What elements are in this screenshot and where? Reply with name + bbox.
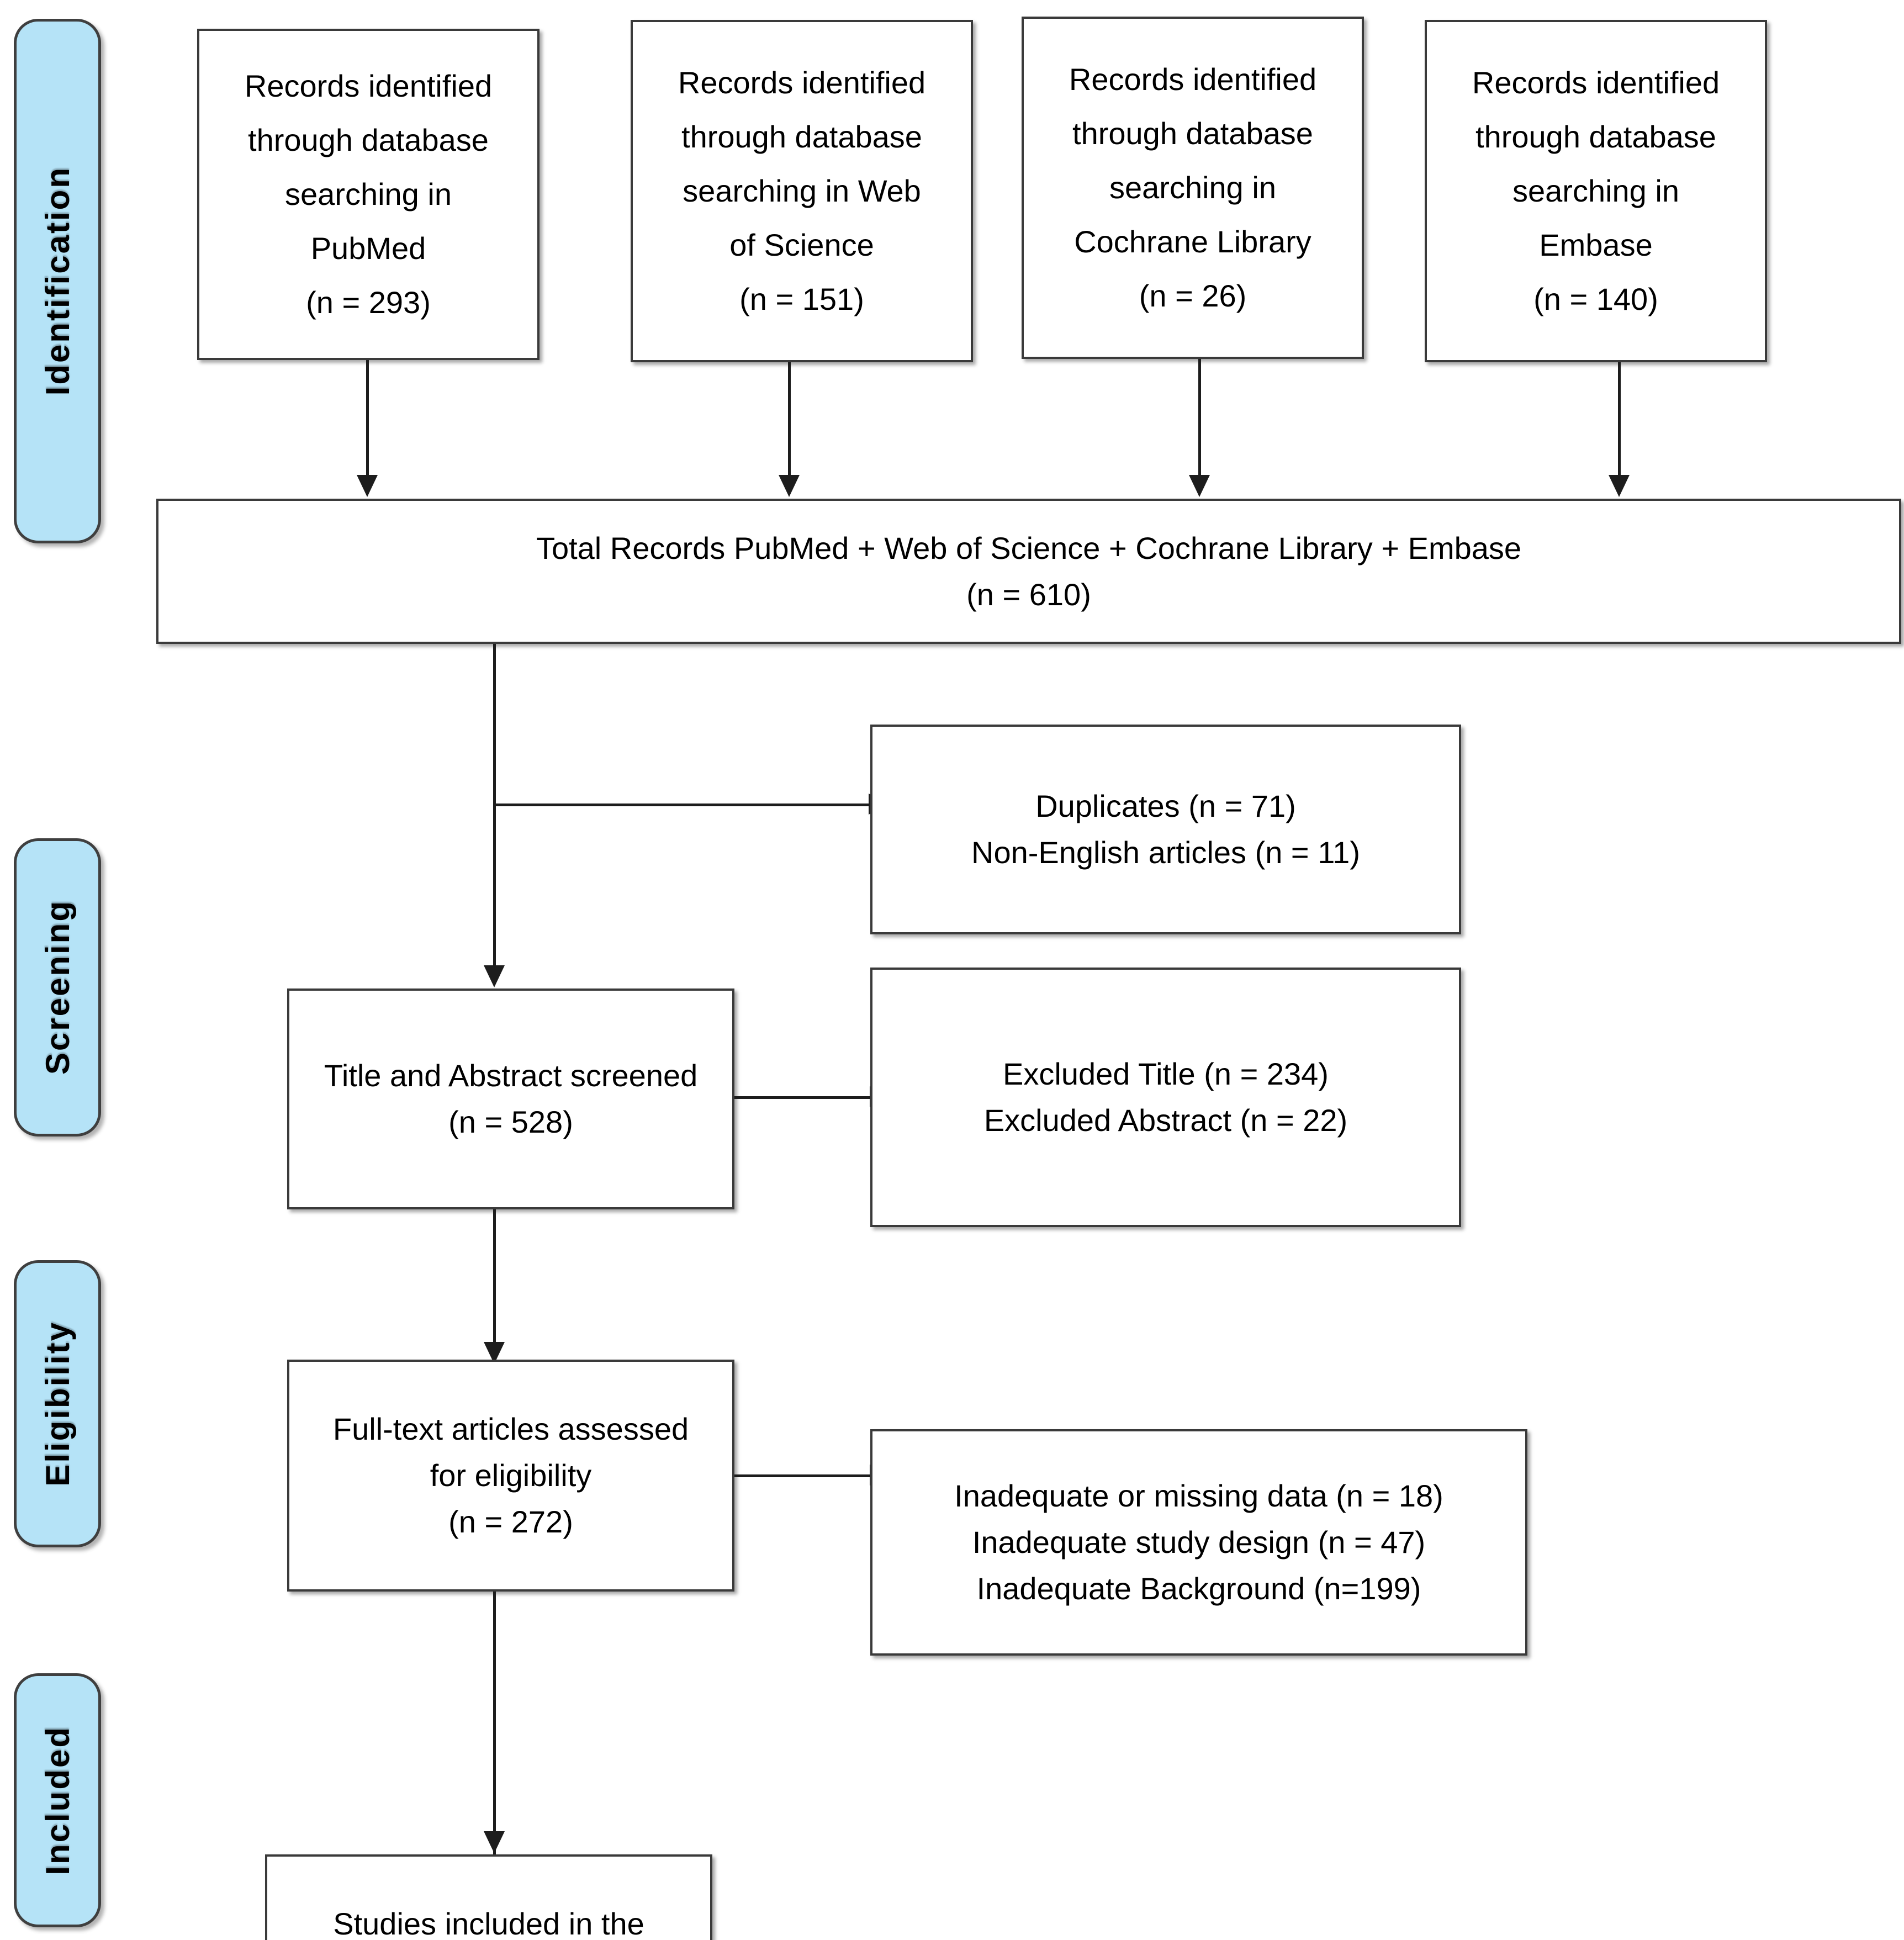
source-box-embase: Records identified through database sear…	[1425, 20, 1767, 362]
exclusion-background-text: Inadequate Background (n=199)	[976, 1571, 1421, 1606]
source-line-2: through database	[1072, 116, 1313, 151]
removed-records-box: Duplicates (n = 71) Non-English articles…	[870, 725, 1461, 934]
total-records-text: Total Records PubMed + Web of Science + …	[536, 530, 1522, 565]
source-box-web-of-science: Records identified through database sear…	[631, 20, 973, 362]
fulltext-count: (n = 272)	[448, 1504, 573, 1539]
arrow-wos-to-total	[779, 475, 800, 497]
total-records-box: Total Records PubMed + Web of Science + …	[156, 499, 1901, 644]
included-line-1: Studies included in the	[333, 1906, 644, 1940]
excluded-abstract-text: Excluded Abstract (n = 22)	[983, 1103, 1348, 1138]
source-box-cochrane-library: Records identified through database sear…	[1022, 17, 1364, 359]
source-line-1: Records identified	[678, 65, 926, 100]
source-count: (n = 151)	[739, 282, 864, 316]
excluded-title-text: Excluded Title (n = 234)	[1003, 1056, 1329, 1091]
stage-pill-identification: Identification	[14, 19, 101, 543]
source-box-pubmed: Records identified through database sear…	[197, 29, 540, 360]
screened-count: (n = 528)	[448, 1104, 573, 1139]
exclusion-study-design-text: Inadequate study design (n = 47)	[972, 1525, 1426, 1560]
arrow-fulltext-to-included	[484, 1831, 505, 1853]
studies-included-box: Studies included in the Review (n = 8)	[265, 1854, 712, 1940]
source-line-4: of Science	[729, 228, 874, 262]
connector-screened-to-fulltext	[493, 1209, 496, 1342]
excluded-title-abstract-box: Excluded Title (n = 234) Excluded Abstra…	[870, 968, 1461, 1227]
source-line-4: PubMed	[310, 231, 426, 266]
removed-non-english-text: Non-English articles (n = 11)	[971, 835, 1360, 870]
stage-label-screening: Screening	[39, 900, 76, 1075]
source-line-3: searching in Web	[683, 173, 921, 208]
connector-fulltext-to-exclusions	[734, 1474, 870, 1477]
arrow-pubmed-to-total	[357, 475, 378, 497]
exclusion-missing-data-text: Inadequate or missing data (n = 18)	[954, 1478, 1443, 1513]
stage-pill-included: Included	[14, 1673, 101, 1927]
arrow-cochrane-to-total	[1189, 475, 1210, 497]
exclusion-reasons-box: Inadequate or missing data (n = 18) Inad…	[870, 1429, 1527, 1656]
connector-cochrane-to-total	[1198, 359, 1201, 475]
source-count: (n = 140)	[1533, 282, 1658, 316]
source-line-2: through database	[1475, 119, 1716, 154]
screened-text: Title and Abstract screened	[324, 1058, 698, 1093]
source-line-3: searching in	[1512, 173, 1679, 208]
total-records-count: (n = 610)	[966, 577, 1091, 612]
connector-wos-to-total	[788, 362, 791, 475]
stage-pill-screening: Screening	[14, 838, 101, 1136]
removed-duplicates-text: Duplicates (n = 71)	[1035, 789, 1296, 823]
source-line-1: Records identified	[1472, 65, 1720, 100]
fulltext-line-1: Full-text articles assessed	[332, 1412, 689, 1446]
stage-label-identification: Identification	[39, 166, 76, 396]
source-count: (n = 26)	[1139, 278, 1247, 313]
connector-screened-to-excluded	[734, 1096, 870, 1099]
source-line-3: searching in	[285, 177, 452, 212]
connector-embase-to-total	[1618, 362, 1621, 475]
fulltext-assessed-box: Full-text articles assessed for eligibil…	[287, 1360, 734, 1592]
arrow-total-to-screened	[484, 965, 505, 987]
title-abstract-screened-box: Title and Abstract screened (n = 528)	[287, 988, 734, 1209]
source-count: (n = 293)	[306, 285, 431, 320]
source-line-2: through database	[681, 119, 922, 154]
stage-label-eligibility: Eligibility	[39, 1321, 76, 1487]
stage-pill-eligibility: Eligibility	[14, 1260, 101, 1547]
source-line-4: Embase	[1539, 228, 1653, 262]
arrow-embase-to-total	[1609, 475, 1630, 497]
fulltext-line-2: for eligibility	[430, 1458, 592, 1493]
connector-fulltext-to-included	[493, 1592, 496, 1857]
source-line-1: Records identified	[1069, 62, 1317, 97]
source-line-2: through database	[248, 123, 489, 157]
source-line-4: Cochrane Library	[1074, 224, 1311, 259]
connector-total-to-removed	[493, 804, 869, 806]
connector-pubmed-to-total	[366, 360, 369, 475]
stage-label-included: Included	[39, 1725, 76, 1875]
source-line-3: searching in	[1109, 170, 1276, 205]
source-line-1: Records identified	[244, 68, 493, 103]
